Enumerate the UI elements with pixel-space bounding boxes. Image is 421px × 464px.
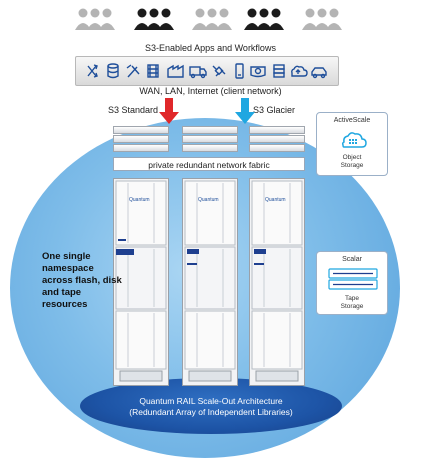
namespace-label: One single namespace across flash, disk … (42, 251, 122, 310)
scalar-line2: Storage (340, 303, 364, 310)
switch-unit (113, 144, 169, 152)
scalar-card: Scalar Tape Storage (316, 251, 388, 315)
user-group-icon (302, 8, 342, 30)
truck-icon (189, 66, 207, 79)
storage-rack (113, 178, 169, 386)
switch-unit (249, 144, 305, 152)
rack-brand-label: Quantum (265, 197, 286, 203)
storage-rack (182, 178, 238, 386)
film-icon (147, 64, 159, 78)
rail-architecture-label: Quantum RAIL Scale-Out Architecture (Red… (80, 396, 342, 418)
phone-icon (235, 63, 244, 79)
rack-brand-label: Quantum (129, 197, 150, 203)
tools-icon (126, 64, 140, 78)
switch-unit (182, 126, 238, 134)
switch-unit (249, 126, 305, 134)
user-group-icon (75, 8, 115, 30)
activescale-line2: Storage (340, 162, 364, 169)
database-icon (107, 63, 119, 79)
activescale-line1: Object (342, 154, 362, 161)
user-group-icon (244, 8, 284, 30)
switch-unit (182, 135, 238, 143)
users-row (75, 8, 342, 30)
switch-unit (113, 135, 169, 143)
factory-icon (167, 64, 184, 78)
s3-standard-label: S3 Standard (108, 105, 159, 115)
satellite-icon (212, 65, 226, 77)
rack-drawing (251, 180, 303, 382)
switch-unit (249, 135, 305, 143)
rail-architecture-base (80, 378, 342, 434)
s3-glacier-arrow (235, 98, 255, 124)
network-fabric-bar: private redundant network fabric (113, 157, 305, 171)
rail-subtitle: (Redundant Array of Independent Librarie… (129, 407, 293, 417)
rail-title: Quantum RAIL Scale-Out Architecture (139, 396, 283, 406)
rack-drawing (184, 180, 236, 382)
apps-title: S3-Enabled Apps and Workflows (145, 43, 276, 53)
apps-bar (75, 56, 339, 86)
activescale-title: ActiveScale (333, 117, 371, 124)
rack-drawing (115, 180, 167, 382)
s3-glacier-label: S3 Glacier (253, 105, 296, 115)
object-cloud-icon (341, 132, 367, 148)
activescale-card: ActiveScale Object Storage (316, 112, 388, 176)
client-network-label: WAN, LAN, Internet (client network) (139, 86, 282, 96)
user-group-icon (192, 8, 232, 30)
switch-unit (113, 126, 169, 134)
scalar-title: Scalar (342, 256, 362, 263)
scalar-line1: Tape (344, 295, 360, 302)
car-icon (311, 67, 327, 79)
s3-standard-arrow (159, 98, 179, 124)
cloud-upload-icon (291, 65, 308, 77)
storage-rack (249, 178, 305, 386)
camera-icon (250, 66, 266, 78)
tape-cartridge-icon (328, 268, 378, 290)
user-group-icon (134, 8, 174, 30)
server-icon (273, 64, 285, 78)
shuffle-icon (87, 64, 98, 78)
apps-icons (87, 63, 327, 79)
switch-unit (182, 144, 238, 152)
rack-brand-label: Quantum (198, 197, 219, 203)
